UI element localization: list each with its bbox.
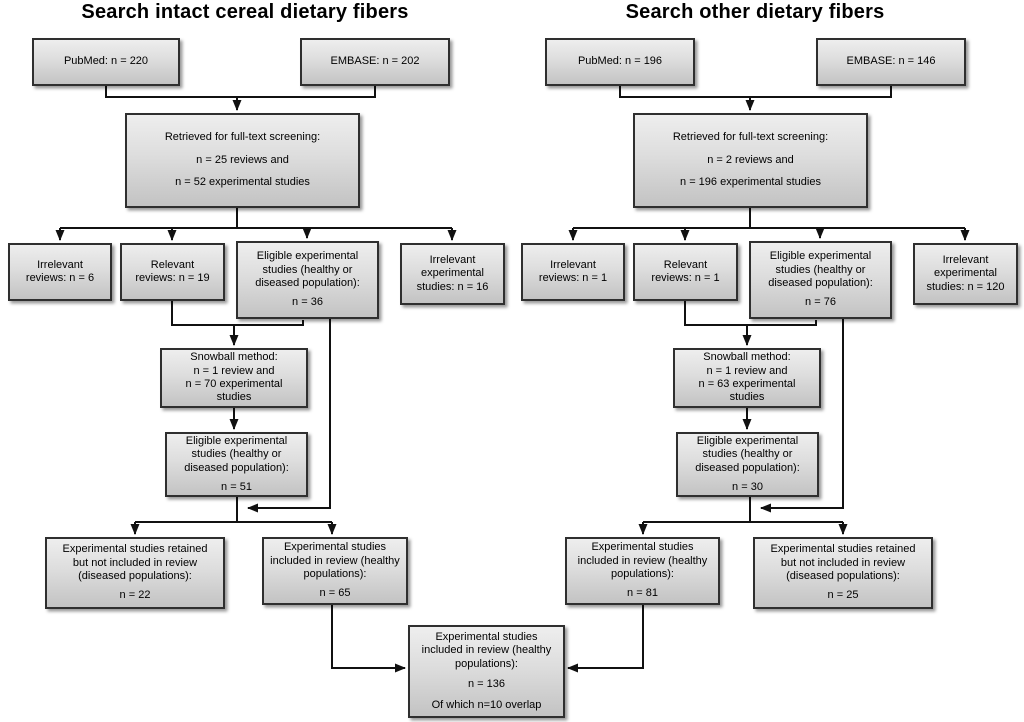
box-line: included in review (healthy	[421, 644, 552, 657]
box-line: but not included in review	[72, 556, 198, 569]
box-line: populations):	[455, 657, 518, 670]
box-line: n = 65	[319, 587, 351, 600]
box-line: EMBASE: n = 146	[846, 55, 936, 68]
box-line: reviews: n = 6	[25, 272, 95, 284]
box-line: reviews: n = 1	[538, 272, 608, 284]
box-line: n = 1 review and	[193, 364, 275, 377]
box-line: Irrelevant	[550, 258, 596, 271]
box-line: Retrieved for full-text screening:	[164, 131, 321, 144]
box-line: Experimental studies	[591, 541, 694, 554]
box-line: diseased population):	[255, 277, 360, 289]
box-line: Irrelevant	[37, 258, 83, 271]
right-panel-title: Search other dietary fibers	[625, 1, 885, 23]
box-line: Eligible experimental	[696, 434, 799, 447]
box-line: populations):	[303, 568, 367, 580]
box-line: Eligible experimental	[256, 250, 359, 263]
box-line: included in review (healthy	[577, 554, 708, 567]
box-line: n = 22	[119, 589, 151, 602]
box-line: Of which n=10 overlap	[431, 698, 542, 711]
pubmed-box-right: PubMed: n = 196	[545, 38, 695, 86]
box-line: studies: n = 16	[416, 280, 489, 293]
box-line: studies: n = 120	[926, 280, 1005, 293]
embase-box-left: EMBASE: n = 202	[300, 38, 450, 86]
box-line: diseased population):	[695, 461, 800, 474]
box-line: Eligible experimental	[185, 434, 288, 447]
left-panel-title: Search intact cereal dietary fibers	[81, 1, 409, 23]
box-line: Experimental studies retained	[62, 543, 208, 556]
box-line: n = 36	[292, 296, 323, 309]
box-line: reviews: n = 19	[135, 272, 210, 284]
box-line: PubMed: n = 220	[63, 55, 149, 68]
box-line: PubMed: n = 196	[577, 55, 663, 68]
box-line: experimental	[934, 267, 997, 280]
box-line: n = 2 reviews and	[707, 153, 794, 166]
box-line: studies	[216, 391, 252, 404]
box-line: but not included in review	[780, 556, 906, 569]
box-line: Irrelevant	[429, 253, 476, 266]
box-line: n = 76	[805, 296, 836, 309]
box-line: n = 25	[827, 589, 859, 602]
pubmed-box-left: PubMed: n = 220	[32, 38, 180, 86]
box-line: populations):	[611, 568, 674, 580]
box-line: Snowball method:	[703, 351, 791, 364]
box-line: n = 81	[627, 587, 658, 600]
box-line: studies (healthy or	[262, 263, 353, 276]
box-line: (diseased populations):	[786, 570, 900, 582]
box-line: n = 52 experimental studies	[175, 176, 310, 189]
box-line: Experimental studies	[435, 630, 538, 643]
embase-box-right: EMBASE: n = 146	[816, 38, 966, 86]
box-line: n = 25 reviews and	[196, 153, 289, 166]
box-line: n = 196 experimental studies	[680, 176, 821, 189]
box-line: Snowball method:	[190, 351, 278, 364]
box-line: experimental	[421, 267, 484, 280]
box-line: Irrelevant	[942, 253, 989, 266]
box-line: Retrieved for full-text screening:	[672, 131, 829, 144]
retrieved-box-right: Retrieved for full-text screening: n = 2 …	[633, 113, 868, 208]
box-line: n = 1 review and	[706, 364, 788, 377]
box-line: studies (healthy or	[775, 263, 866, 276]
box-line: n = 136	[467, 678, 505, 691]
retrieved-box-left: Retrieved for full-text screening: n = 25…	[125, 113, 360, 208]
box-line: n = 70 experimental	[185, 378, 283, 390]
box-line: EMBASE: n = 202	[330, 55, 420, 68]
box-line: diseased population):	[184, 461, 289, 474]
box-line: diseased population):	[768, 277, 873, 289]
box-line: studies (healthy or	[702, 448, 793, 461]
box-line: included in review (healthy	[270, 554, 400, 567]
box-line: studies	[729, 391, 765, 404]
box-line: (diseased populations):	[78, 570, 192, 582]
box-line: Relevant	[150, 258, 195, 271]
box-line: studies (healthy or	[191, 448, 282, 461]
box-line: reviews: n = 1	[651, 272, 720, 284]
box-line: Eligible experimental	[769, 250, 872, 263]
box-line: n = 30	[732, 480, 763, 493]
box-line: Relevant	[663, 258, 708, 271]
box-line: Experimental studies	[283, 541, 387, 554]
box-line: n = 63 experimental	[698, 378, 796, 390]
box-line: Experimental studies retained	[770, 543, 916, 556]
box-line: n = 51	[221, 480, 252, 493]
